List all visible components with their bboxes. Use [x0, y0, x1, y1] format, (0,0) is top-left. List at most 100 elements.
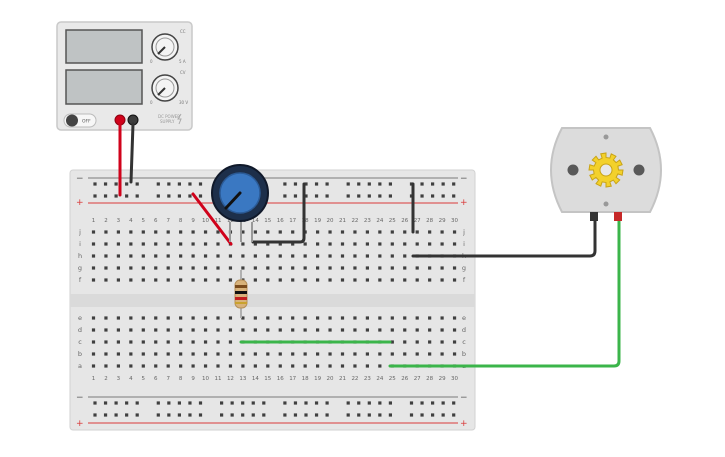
breadboard-hole[interactable]	[179, 352, 183, 356]
breadboard-hole[interactable]	[135, 413, 139, 417]
breadboard-hole[interactable]	[325, 413, 329, 417]
breadboard-hole[interactable]	[378, 266, 382, 270]
breadboard-hole[interactable]	[93, 401, 97, 405]
breadboard-hole[interactable]	[179, 340, 183, 344]
breadboard-hole[interactable]	[179, 364, 183, 368]
breadboard-hole[interactable]	[365, 352, 369, 356]
breadboard-hole[interactable]	[403, 242, 407, 246]
breadboard-hole[interactable]	[114, 182, 118, 186]
breadboard-hole[interactable]	[141, 278, 145, 282]
breadboard-hole[interactable]	[403, 328, 407, 332]
breadboard-hole[interactable]	[167, 182, 171, 186]
breadboard-hole[interactable]	[403, 352, 407, 356]
breadboard-hole[interactable]	[116, 266, 120, 270]
breadboard-hole[interactable]	[440, 328, 444, 332]
breadboard-hole[interactable]	[431, 194, 435, 198]
breadboard-hole[interactable]	[203, 328, 208, 332]
breadboard-hole[interactable]	[104, 278, 108, 282]
breadboard-hole[interactable]	[357, 401, 361, 405]
breadboard-hole[interactable]	[266, 328, 270, 332]
breadboard-hole[interactable]	[228, 278, 233, 282]
breadboard-hole[interactable]	[230, 413, 234, 417]
wires[interactable]	[118, 122, 621, 368]
breadboard-hole[interactable]	[220, 413, 224, 417]
breadboard-hole[interactable]	[415, 328, 419, 332]
breadboard-hole[interactable]	[253, 242, 257, 246]
breadboard-hole[interactable]	[283, 194, 287, 198]
breadboard-hole[interactable]	[114, 194, 118, 198]
breadboard-hole[interactable]	[179, 242, 183, 246]
breadboard-hole[interactable]	[441, 194, 445, 198]
breadboard-hole[interactable]	[266, 242, 270, 246]
breadboard-hole[interactable]	[353, 266, 357, 270]
breadboard-hole[interactable]	[141, 254, 145, 258]
breadboard-hole[interactable]	[340, 352, 345, 356]
breadboard-hole[interactable]	[253, 266, 257, 270]
breadboard-hole[interactable]	[357, 194, 361, 198]
breadboard-hole[interactable]	[316, 230, 320, 234]
breadboard-hole[interactable]	[283, 182, 287, 186]
breadboard-hole[interactable]	[378, 364, 382, 368]
breadboard-hole[interactable]	[316, 278, 320, 282]
black-supply-wire[interactable]	[129, 122, 135, 184]
breadboard-hole[interactable]	[216, 364, 220, 368]
breadboard-hole[interactable]	[440, 266, 444, 270]
breadboard-hole[interactable]	[91, 364, 96, 368]
breadboard-hole[interactable]	[428, 242, 432, 246]
breadboard-hole[interactable]	[291, 352, 295, 356]
breadboard-hole[interactable]	[390, 328, 394, 332]
breadboard-hole[interactable]	[340, 316, 345, 320]
breadboard-hole[interactable]	[365, 242, 369, 246]
breadboard-hole[interactable]	[291, 266, 295, 270]
breadboard-hole[interactable]	[441, 413, 445, 417]
breadboard-hole[interactable]	[388, 194, 392, 198]
power-switch[interactable]: OFF	[63, 113, 97, 128]
breadboard-hole[interactable]	[154, 340, 158, 344]
breadboard-hole[interactable]	[266, 266, 270, 270]
breadboard-hole[interactable]	[188, 182, 192, 186]
breadboard-hole[interactable]	[191, 230, 195, 234]
breadboard-hole[interactable]	[353, 364, 357, 368]
breadboard-hole[interactable]	[166, 364, 170, 368]
breadboard-hole[interactable]	[440, 316, 444, 320]
breadboard-hole[interactable]	[440, 230, 444, 234]
breadboard-hole[interactable]	[129, 340, 133, 344]
breadboard-hole[interactable]	[125, 182, 129, 186]
current-knob[interactable]	[151, 33, 179, 61]
breadboard-hole[interactable]	[188, 413, 192, 417]
red-jumper-wire[interactable]	[191, 192, 233, 246]
breadboard-hole[interactable]	[420, 194, 424, 198]
breadboard-hole[interactable]	[378, 328, 382, 332]
breadboard-hole[interactable]	[365, 328, 369, 332]
breadboard-hole[interactable]	[241, 352, 245, 356]
breadboard-hole[interactable]	[367, 413, 371, 417]
breadboard-hole[interactable]	[316, 242, 320, 246]
breadboard-hole[interactable]	[103, 401, 108, 405]
breadboard-hole[interactable]	[135, 182, 139, 186]
breadboard-hole[interactable]	[378, 352, 382, 356]
breadboard-hole[interactable]	[428, 278, 432, 282]
breadboard-hole[interactable]	[220, 401, 224, 405]
breadboard-hole[interactable]	[141, 230, 145, 234]
breadboard-hole[interactable]	[440, 340, 444, 344]
breadboard-hole[interactable]	[357, 182, 361, 186]
breadboard-hole[interactable]	[253, 364, 257, 368]
breadboard-hole[interactable]	[328, 254, 332, 258]
breadboard-hole[interactable]	[388, 401, 392, 405]
breadboard-hole[interactable]	[156, 413, 160, 417]
breadboard-hole[interactable]	[141, 242, 145, 246]
breadboard-hole[interactable]	[253, 328, 257, 332]
breadboard-hole[interactable]	[303, 278, 307, 282]
breadboard-hole[interactable]	[452, 182, 456, 186]
breadboard-hole[interactable]	[141, 340, 145, 344]
breadboard-hole[interactable]	[253, 352, 257, 356]
breadboard-hole[interactable]	[116, 340, 120, 344]
breadboard-hole[interactable]	[177, 194, 181, 198]
breadboard-hole[interactable]	[367, 194, 371, 198]
breadboard-hole[interactable]	[357, 413, 361, 417]
breadboard-hole[interactable]	[452, 413, 456, 417]
voltage-knob[interactable]	[151, 74, 179, 102]
breadboard-hole[interactable]	[135, 401, 139, 405]
breadboard-hole[interactable]	[428, 340, 432, 344]
